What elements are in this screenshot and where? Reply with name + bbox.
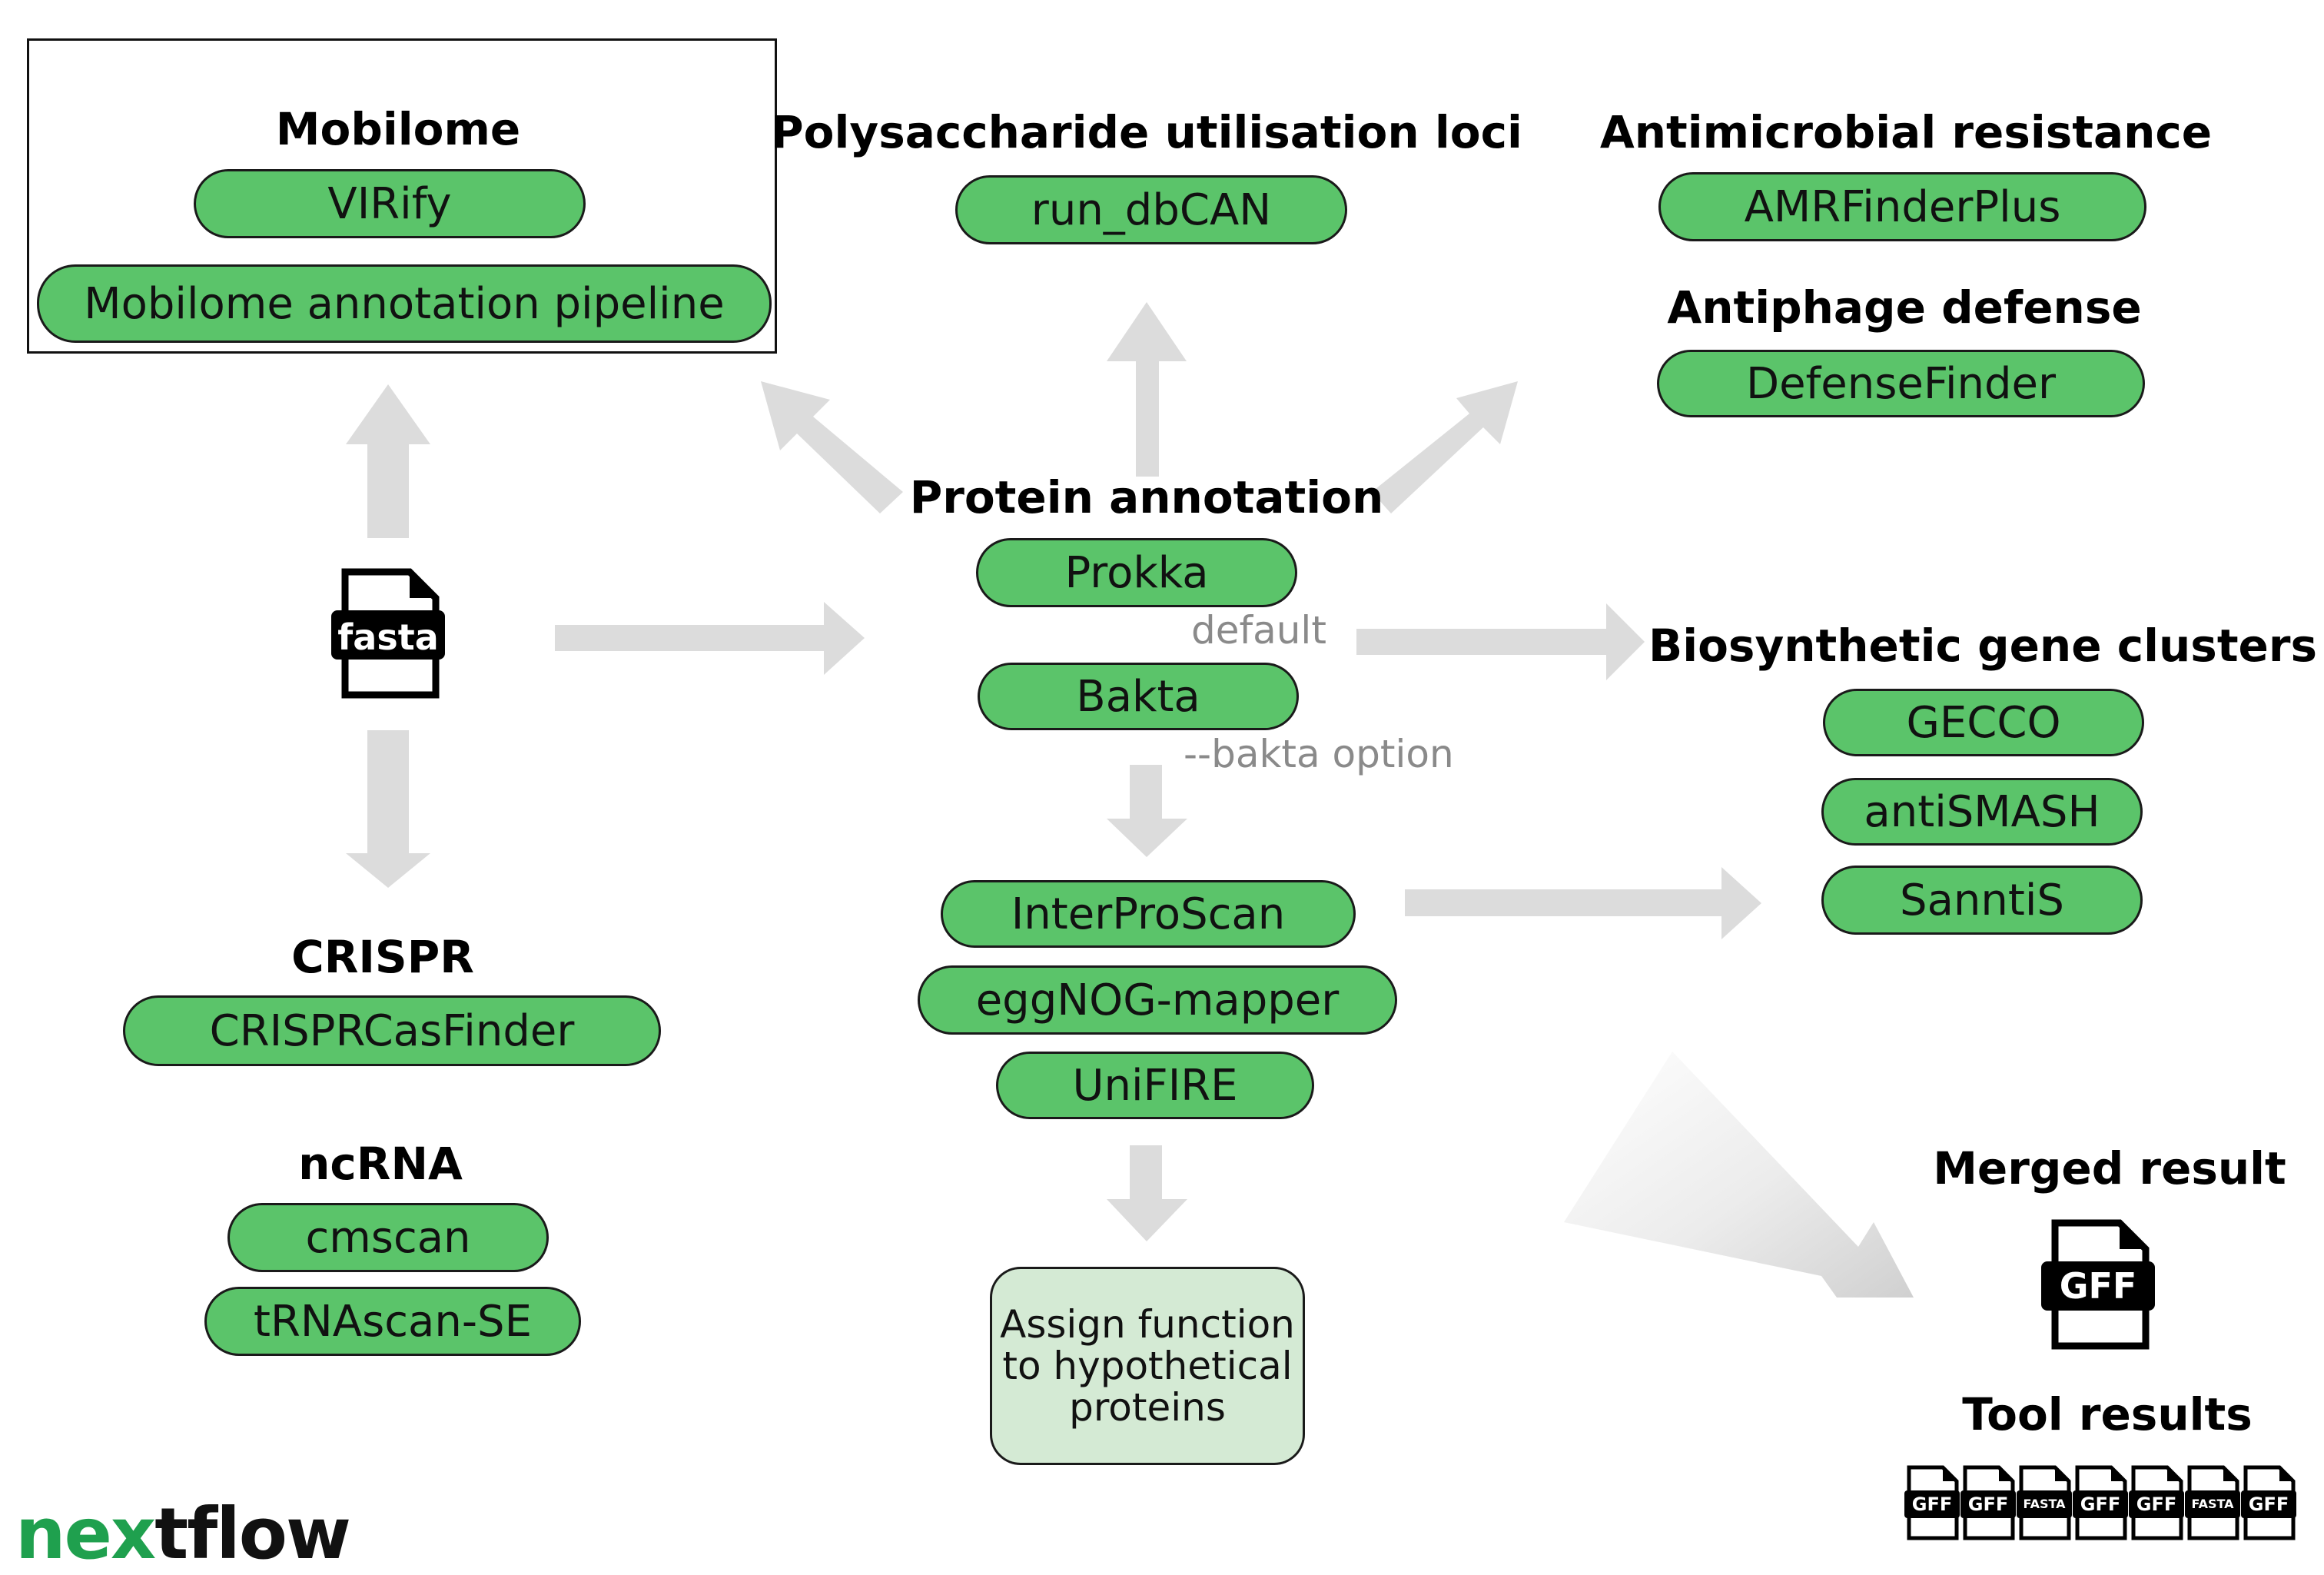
polysaccharide-heading: Polysaccharide utilisation loci	[771, 106, 1522, 158]
default-note: default	[1191, 608, 1326, 653]
fasta-file-icon	[331, 568, 445, 699]
arrow-protein-to-bgc	[1356, 603, 1645, 680]
cmscan-tool: cmscan	[227, 1203, 549, 1272]
arrow-fasta-to-protein	[555, 602, 865, 675]
result-file-label: GFF	[1967, 1494, 2009, 1515]
unifire-tool: UniFIRE	[996, 1052, 1314, 1119]
result-file-label: FASTA	[2191, 1497, 2234, 1511]
bakta-tool: Bakta	[978, 663, 1299, 730]
merged-result-heading: Merged result	[1933, 1142, 2286, 1195]
fasta-file-label: fasta	[337, 616, 439, 658]
result-file-icon: FASTA	[2015, 1464, 2073, 1541]
nextflow-logo-part-1: nex	[15, 1493, 156, 1575]
arrow-bakta-to-interproscan	[1107, 765, 1187, 857]
arrow-protein-to-pul	[1107, 302, 1187, 477]
antismash-tool: antiSMASH	[1821, 778, 2143, 846]
defensefinder-tool: DefenseFinder	[1657, 350, 2145, 417]
protein-heading: Protein annotation	[909, 471, 1384, 523]
ncrna-heading: ncRNA	[298, 1138, 463, 1190]
virify-tool: VIRify	[194, 169, 586, 238]
result-file-icon: FASTA	[2183, 1464, 2242, 1541]
result-file-icon: GFF	[2127, 1464, 2186, 1541]
run-dbcan-tool: run_dbCAN	[955, 175, 1347, 244]
gff-merged-file-label: GFF	[2059, 1265, 2137, 1307]
result-file-icon: GFF	[1903, 1464, 1961, 1541]
result-file-label: GFF	[1911, 1494, 1953, 1515]
result-file-icon: GFF	[2071, 1464, 2130, 1541]
arrow-protein-to-mobilome	[761, 381, 903, 513]
result-file-label: GFF	[2248, 1494, 2289, 1515]
nextflow-logo-part-3: flow	[187, 1493, 351, 1575]
antimicrobial-heading: Antimicrobial resistance	[1599, 106, 2213, 158]
interproscan-tool: InterProScan	[941, 880, 1356, 948]
arrow-fasta-to-crispr	[346, 730, 430, 888]
crispr-heading: CRISPR	[291, 931, 474, 983]
assign-function-box: Assign function to hypothetical proteins	[990, 1267, 1305, 1465]
nextflow-logo-part-2: t	[154, 1493, 188, 1575]
tool-results-heading: Tool results	[1962, 1388, 2253, 1440]
result-file-label: FASTA	[2023, 1497, 2066, 1511]
result-file-label: GFF	[2080, 1494, 2121, 1515]
sanntis-tool: SanntiS	[1821, 866, 2143, 935]
arrow-interproscan-to-bgc	[1405, 867, 1761, 939]
crisprcasfinder-tool: CRISPRCasFinder	[123, 995, 661, 1066]
trnascan-se-tool: tRNAscan-SE	[204, 1287, 581, 1356]
arrow-protein-to-amr	[1372, 381, 1518, 513]
gff-merged-file-icon	[2041, 1219, 2155, 1350]
eggnog-mapper-tool: eggNOG-mapper	[918, 965, 1397, 1035]
arrow-to-merged-result	[1564, 1052, 1914, 1298]
bakta-option-note: --bakta option	[1184, 732, 1454, 776]
biosynthetic-heading: Biosynthetic gene clusters	[1648, 620, 2318, 672]
mobilome-box	[27, 38, 777, 354]
antiphage-heading: Antiphage defense	[1667, 281, 2142, 334]
arrow-fasta-to-mobilome	[346, 384, 430, 538]
result-file-icon: GFF	[1959, 1464, 2017, 1541]
result-file-label: GFF	[2136, 1494, 2177, 1515]
arrow-unifire-to-assign	[1107, 1145, 1187, 1241]
nextflow-logo: nextflow	[15, 1499, 351, 1570]
amrfinderplus-tool: AMRFinderPlus	[1658, 172, 2146, 241]
prokka-tool: Prokka	[976, 538, 1297, 607]
gecco-tool: GECCO	[1823, 689, 2144, 756]
mobilome-pipeline-tool: Mobilome annotation pipeline	[37, 264, 772, 343]
result-file-icon: GFF	[2239, 1464, 2298, 1541]
tool-results-files: GFF GFF FASTA GFF GFF FASTA GFF	[1903, 1464, 2310, 1541]
mobilome-heading: Mobilome	[275, 103, 521, 155]
